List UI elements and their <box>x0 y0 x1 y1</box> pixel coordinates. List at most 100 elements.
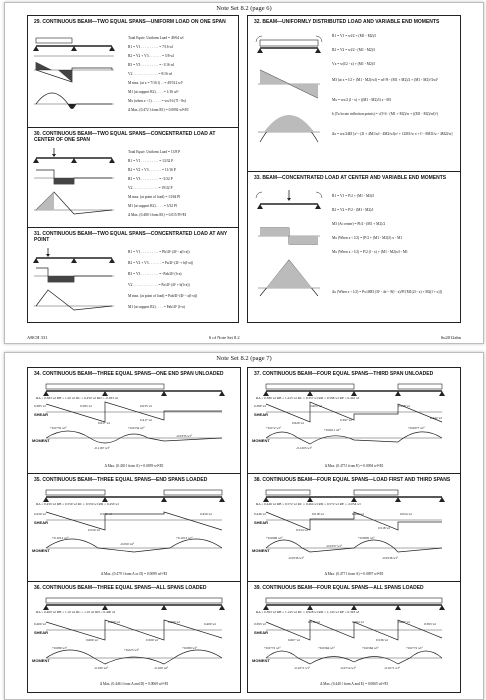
left-column: 29. CONTINUOUS BEAM—TWO EQUAL SPANS—UNIF… <box>27 15 239 323</box>
beam-diagram <box>43 489 225 553</box>
left-column: 34. CONTINUOUS BEAM—THREE EQUAL SPANS—ON… <box>27 367 241 693</box>
shear-value: 0.442 wl <box>430 416 442 420</box>
section-37: 37. CONTINUOUS BEAM—FOUR EQUAL SPANS—THI… <box>248 368 460 474</box>
formula: R3 = V3 . . . . . . . . . . = -Pab/4l³ (… <box>128 272 182 276</box>
moment-value: -0.1071 wl² <box>294 666 310 670</box>
shear-value: 0.417 wl <box>140 418 152 422</box>
formula: M1 (at support R2) . . . . = 3/32 Pl <box>128 204 177 208</box>
section-29: 29. CONTINUOUS BEAM—TWO EQUAL SPANS—UNIF… <box>28 16 238 128</box>
page-header: Note Set 8.2 (page 6) <box>216 5 272 12</box>
shear-label: SHEAR <box>34 630 49 635</box>
shear-value: 0.400 wl <box>34 622 46 626</box>
moment-value: -0.0357 wl² <box>326 544 342 548</box>
formula: Mx = wx/2 (l - x) + ((M1 - M2)/l) x - M1 <box>332 98 392 102</box>
shear-value: 0.500 wl <box>146 638 158 642</box>
moment-value: -0.1205 wl² <box>296 446 312 450</box>
reactions-line: RA = 0.380 wl RB = 1.223 wl RC = 0.357 w… <box>256 396 360 400</box>
shear-value: 0.383 wl <box>34 404 46 408</box>
moment-value: -0.100 wl² <box>154 666 169 670</box>
section-title: 34. CONTINUOUS BEAM—THREE EQUAL SPANS—ON… <box>34 371 224 377</box>
page-7: Note Set 8.2 (page 7) 34. CONTINUOUS BEA… <box>4 352 484 700</box>
formula: R3 = V3 . . . . . . . . . . = -3/32 P <box>128 177 173 181</box>
beam-diagram <box>33 37 115 109</box>
moment-value: +0.0977 wl² <box>408 426 425 430</box>
formula: R1 = V1 . . . . . . . . . . = Pb/4l³ (4l… <box>128 250 190 254</box>
moment-value: +0.1013 wl² <box>176 536 193 540</box>
shear-value: 0.518 wl <box>378 526 390 530</box>
formula: Mx (when x < l) . . . . . = wx/16 (7l - … <box>128 99 187 103</box>
shear-value: 0.400 wl <box>204 622 216 626</box>
formula: Vx = w(l/2 - x) + (M1 - M2)/l <box>332 62 375 66</box>
deflection-note: Δ Max. (0.479 l from A or D) = 0.0099 wl… <box>101 572 167 576</box>
formula: Total Equiv. Uniform Load = 49/64 wl <box>128 36 184 40</box>
shear-value: 0.393 wl <box>254 622 266 626</box>
moment-value: +0.0772 wl² <box>406 646 423 650</box>
section-title: 39. CONTINUOUS BEAM—FOUR EQUAL SPANS—ALL… <box>254 585 424 591</box>
moment-value: +0.072 wl² <box>266 426 281 430</box>
formula: V2 . . . . . . . . . . . . . . = 9/16 wl <box>128 72 173 76</box>
beam-diagram <box>263 383 445 445</box>
page-header: Note Set 8.2 (page 7) <box>216 355 272 362</box>
shear-value: 0.536 wl <box>376 638 388 642</box>
moment-value: -0.0714 wl² <box>340 666 356 670</box>
formula: R2 = V2 + V3 . . . . . . . = 5/8 wl <box>128 54 174 58</box>
section-title: 37. CONTINUOUS BEAM—FOUR EQUAL SPANS—THI… <box>254 371 434 377</box>
shear-value: 0.018 wl <box>312 512 324 516</box>
beam-diagram <box>255 35 323 143</box>
formula: R1 = V1 = wl/2 + (M1 - M2)/l <box>332 34 376 38</box>
shear-value: 0.397 wl <box>340 418 352 422</box>
section-title: 36. CONTINUOUS BEAM—THREE EQUAL SPANS—AL… <box>34 585 207 591</box>
moment-value: +0.0611 wl² <box>324 428 341 432</box>
moment-value: +0.080 wl² <box>182 646 197 650</box>
moment-value: -0.100 wl² <box>94 666 109 670</box>
section-title: 29. CONTINUOUS BEAM—TWO EQUAL SPANS—UNIF… <box>34 19 226 25</box>
formula: Δx (When x < l/2) = Px/48EI (3l² - 4x² -… <box>332 290 442 294</box>
formula: M1 (at support R2) . . . . = Pab/4l² (l+… <box>128 305 185 309</box>
shear-value: 0.550 wl <box>88 528 100 532</box>
section-33: 33. BEAM—CONCENTRATED LOAD AT CENTER AND… <box>248 172 460 322</box>
moment-label: MOMENT <box>252 438 270 443</box>
moment-value: +0.0805 wl² <box>358 536 375 540</box>
shear-value: 0.536 wl <box>308 620 320 624</box>
section-39: 39. CONTINUOUS BEAM—FOUR EQUAL SPANS—ALL… <box>248 582 460 692</box>
formula: b (To locate inflection points) = √(l²/4… <box>332 112 438 116</box>
shear-value: 0.607 wl <box>398 620 410 624</box>
shear-value: 0.554 wl <box>296 528 308 532</box>
moment-label: MOMENT <box>32 548 50 553</box>
reactions-line: RA = 0.393 wl RB = 1.143 wl RC = 0.928 w… <box>256 610 360 614</box>
moment-value: -0.0333 wl² <box>176 434 192 438</box>
shear-value: 0.607 wl <box>288 638 300 642</box>
moment-value: +0.0364 wl² <box>362 646 379 650</box>
reactions-line: RA = 0.383 wl RB = 1.20 wl RC = 0.450 wl… <box>36 396 119 400</box>
shear-label: SHEAR <box>254 520 269 525</box>
shear-value: 0.603 wl <box>310 404 322 408</box>
formula: Total Equiv. Uniform Load = 13/8 P <box>128 150 181 154</box>
moment-value: -0.0536 wl² <box>288 556 304 560</box>
formula: M max. (at x = 7/16 l) . . = 49/512 wl² <box>128 81 183 85</box>
shear-value: 0.450 wl <box>34 512 46 516</box>
moment-value: +0.025 wl² <box>124 648 139 652</box>
formula: M1 (at support R2) . . . . = 1/16 wl² <box>128 90 179 94</box>
formula: Δ Max. (0.480 l from R1) = 0.015 Pl³/EI <box>128 213 187 217</box>
page-6: Note Set 8.2 (page 6) 29. CONTINUOUS BEA… <box>4 2 484 344</box>
moment-label: MOMENT <box>252 658 270 663</box>
formula: R2 = V2 + V3 . . . . . . . = 11/16 P <box>128 168 176 172</box>
section-30: 30. CONTINUOUS BEAM—TWO EQUAL SPANS—CONC… <box>28 128 238 228</box>
footer-right: Su2012abn <box>440 335 461 340</box>
deflection-note: Δ Max. (0.430 l from A) = 0.0059 wl⁴/EI <box>104 464 164 468</box>
beam-diagram <box>263 489 445 553</box>
shear-value: 0.558 wl <box>398 404 410 408</box>
formula: R3 = V3 . . . . . . . . . . = -1/16 wl <box>128 63 175 67</box>
section-title: 31. CONTINUOUS BEAM—TWO EQUAL SPANS—CONC… <box>34 231 228 243</box>
section-35: 35. CONTINUOUS BEAM—THREE EQUAL SPANS—EN… <box>28 474 240 582</box>
section-32: 32. BEAM—UNIFORMLY DISTRIBUTED LOAD AND … <box>248 16 460 172</box>
section-title: 35. CONTINUOUS BEAM—THREE EQUAL SPANS—EN… <box>34 477 208 483</box>
section-36: 36. CONTINUOUS BEAM—THREE EQUAL SPANS—AL… <box>28 582 240 692</box>
formula: V2 . . . . . . . . . . . . . . = 19/32 P <box>128 186 173 190</box>
shear-value: 0.600 wl <box>168 620 180 624</box>
formula: R1 = V1 . . . . . . . . . . = 7/16 wl <box>128 45 174 49</box>
shear-value: 0.380 wl <box>254 404 266 408</box>
moment-value: -0.0536 wl² <box>382 556 398 560</box>
formula: V2 . . . . . . . . . . . . . . = Pa/4l³ … <box>128 283 190 287</box>
moment-value: +0.0772 wl² <box>264 646 281 650</box>
